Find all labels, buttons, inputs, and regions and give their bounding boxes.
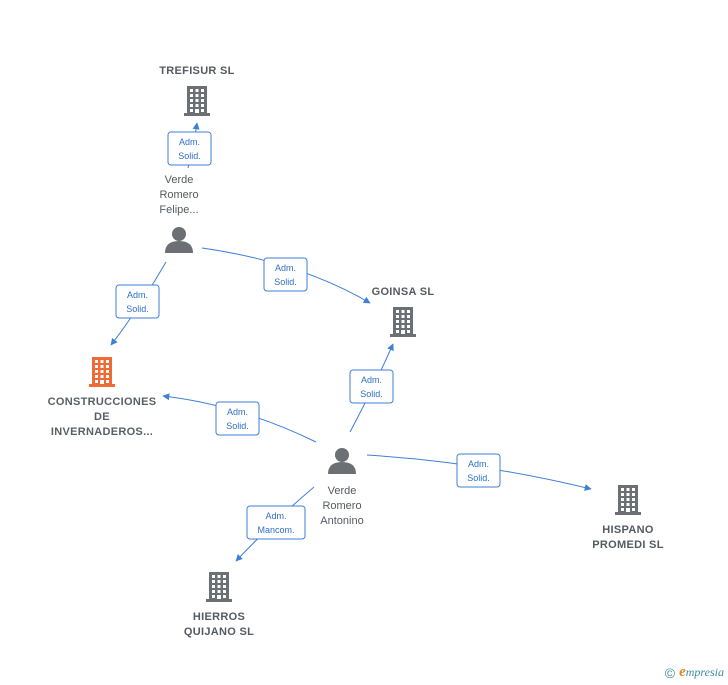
node-label: PROMEDI SL: [592, 539, 663, 551]
edge-role-text: Mancom.: [257, 525, 294, 535]
edge-role-text: Adm.: [275, 263, 296, 273]
node-label: TREFISUR SL: [159, 65, 234, 77]
edge-labels-layer: Adm. Solid. Adm. Solid. Adm. Solid. Adm. Solid.…: [115, 131, 501, 540]
edge-role-text: Adm.: [361, 375, 382, 385]
node-label: Verde: [165, 174, 194, 186]
edge-role-badge[interactable]: Adm. Solid.: [349, 369, 394, 404]
node-label: Romero: [322, 500, 361, 512]
person-icon: [165, 227, 193, 253]
building-icon: [615, 485, 641, 515]
edge-role-text: Solid.: [467, 473, 490, 483]
edge-role-badge[interactable]: Adm. Solid.: [167, 131, 212, 166]
edge-role-badge[interactable]: Adm. Mancom.: [246, 505, 306, 540]
node-verde_felipe[interactable]: VerdeRomeroFelipe...: [159, 174, 199, 253]
edge-role-badge[interactable]: Adm. Solid.: [456, 453, 501, 488]
node-label: DE: [94, 411, 110, 423]
edge-role-box: [215, 401, 260, 436]
node-label: Verde: [328, 485, 357, 497]
footer-brand[interactable]: © empresia: [665, 664, 724, 681]
edge-role-text: Solid.: [360, 389, 383, 399]
edge-role-text: Adm.: [227, 407, 248, 417]
edge-role-text: Adm.: [127, 290, 148, 300]
copyright-icon: ©: [664, 664, 676, 681]
node-label: CONSTRUCCIONES: [48, 396, 157, 408]
building-icon: [89, 357, 115, 387]
node-label: Antonino: [320, 515, 363, 527]
node-label: HIERROS: [193, 611, 245, 623]
node-label: Romero: [159, 189, 198, 201]
edge-role-box: [246, 505, 306, 540]
edge-role-badge[interactable]: Adm. Solid.: [215, 401, 260, 436]
node-trefisur[interactable]: TREFISUR SL: [159, 65, 234, 116]
edge-role-text: Adm.: [265, 511, 286, 521]
node-label: Felipe...: [159, 204, 198, 216]
building-icon: [390, 307, 416, 337]
edge-role-box: [115, 284, 160, 319]
building-icon: [206, 572, 232, 602]
node-label: INVERNADEROS...: [51, 426, 153, 438]
node-hispano[interactable]: HISPANO PROMEDI SL: [592, 485, 663, 551]
edge-role-box: [263, 257, 308, 292]
node-label: GOINSA SL: [372, 286, 435, 298]
edge-role-text: Adm.: [179, 137, 200, 147]
node-hierros[interactable]: HIERROS QUIJANO SL: [184, 572, 254, 638]
node-goinsa[interactable]: GOINSA SL: [372, 286, 435, 337]
building-icon: [184, 86, 210, 116]
edge-role-badge[interactable]: Adm. Solid.: [115, 284, 160, 319]
edge-role-text: Solid.: [226, 421, 249, 431]
edge-role-text: Solid.: [126, 304, 149, 314]
node-label: HISPANO: [602, 524, 654, 536]
node-construcciones[interactable]: CONSTRUCCIONES DE INVERNADEROS...: [48, 357, 157, 438]
edge-role-text: Solid.: [274, 277, 297, 287]
edge-role-text: Adm.: [468, 459, 489, 469]
edge-role-text: Solid.: [178, 151, 201, 161]
brand-logo: empresia: [679, 664, 724, 680]
edge-role-box: [167, 131, 212, 166]
person-icon: [328, 448, 356, 474]
edge-role-box: [349, 369, 394, 404]
edge-role-badge[interactable]: Adm. Solid.: [263, 257, 308, 292]
edge-role-box: [456, 453, 501, 488]
node-label: QUIJANO SL: [184, 626, 254, 638]
